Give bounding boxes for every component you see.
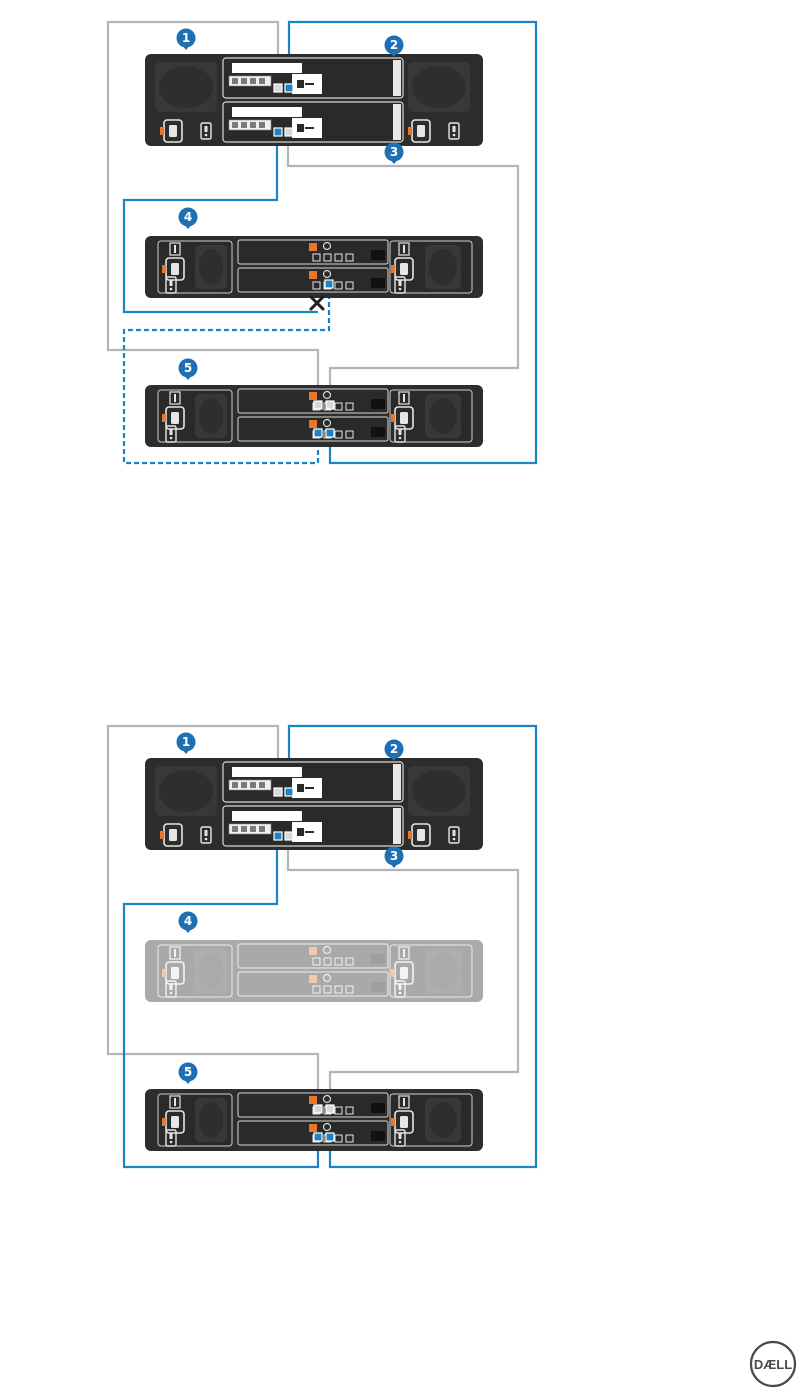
controller-module: [223, 762, 403, 802]
sas-port-icon: [274, 788, 282, 796]
callout-3: 3: [385, 143, 404, 165]
sas-port-icon: [326, 429, 334, 437]
enclosure-management-module: [238, 1093, 388, 1117]
sas-port-icon: [285, 84, 293, 92]
callout-number: 3: [390, 145, 398, 159]
fan-grille-icon: [195, 245, 227, 289]
sas-port-icon: [285, 832, 293, 840]
logo-text: DÆLL: [754, 1357, 792, 1372]
callout-4: 4: [179, 912, 198, 934]
sas-port-icon: [325, 280, 333, 288]
sas-port-icon: [314, 429, 322, 437]
enclosure-management-module: [238, 240, 388, 264]
callout-number: 1: [182, 735, 190, 749]
storage-array-controller: [145, 54, 483, 146]
callout-number: 2: [390, 38, 398, 52]
fan-grille-icon: [425, 245, 461, 289]
sas-port-icon: [326, 1105, 334, 1113]
fan-grille-icon: [408, 766, 470, 816]
callout-number: 5: [184, 1065, 192, 1079]
callout-number: 3: [390, 849, 398, 863]
callout-5: 5: [179, 359, 198, 381]
callout-1: 1: [177, 733, 196, 755]
sas-port-icon: [326, 1133, 334, 1141]
fan-grille-icon: [195, 1098, 227, 1142]
sas-port-icon: [285, 128, 293, 136]
storage-array-controller: [145, 758, 483, 850]
callout-4: 4: [179, 208, 198, 230]
sas-port-icon: [274, 84, 282, 92]
fan-grille-icon: [425, 394, 461, 438]
controller-module: [223, 806, 403, 846]
enclosure-management-module: [238, 1121, 388, 1145]
fan-grille-icon: [155, 766, 217, 816]
sas-port-icon: [274, 128, 282, 136]
callout-number: 1: [182, 31, 190, 45]
dell-logo: DÆLL: [751, 1342, 795, 1386]
controller-module: [223, 102, 403, 142]
fan-grille-icon: [195, 394, 227, 438]
sas-port-icon: [274, 832, 282, 840]
expansion-enclosure-5: [145, 1089, 483, 1151]
callout-number: 2: [390, 742, 398, 756]
callout-5: 5: [179, 1063, 198, 1085]
cabling-panel-before: 1 2 3 4 5: [108, 22, 536, 463]
callout-2: 2: [385, 740, 404, 762]
callout-1: 1: [177, 29, 196, 51]
enclosure-management-module: [238, 944, 388, 968]
fan-grille-icon: [425, 1098, 461, 1142]
fan-grille-icon: [425, 949, 461, 993]
sas-port-icon: [285, 788, 293, 796]
callout-number: 4: [184, 914, 192, 928]
fan-grille-icon: [155, 62, 217, 112]
callout-3: 3: [385, 847, 404, 869]
callout-number: 4: [184, 210, 192, 224]
enclosure-management-module: [238, 389, 388, 413]
enclosure-management-module: [238, 417, 388, 441]
expansion-enclosure-5: [145, 385, 483, 447]
enclosure-management-module: [238, 268, 388, 292]
enclosure-management-module: [238, 972, 388, 996]
callout-2: 2: [385, 36, 404, 58]
fan-grille-icon: [408, 62, 470, 112]
sas-port-icon: [314, 1133, 322, 1141]
expansion-enclosure-4: [145, 940, 483, 1002]
expansion-enclosure-4: [145, 236, 483, 298]
remove-x-icon: [311, 297, 323, 309]
fan-grille-icon: [195, 949, 227, 993]
controller-module: [223, 58, 403, 98]
sas-port-icon: [314, 401, 322, 409]
sas-port-icon: [326, 401, 334, 409]
callout-number: 5: [184, 361, 192, 375]
cabling-panel-after: 1 2 3 4 5: [108, 726, 536, 1167]
sas-port-icon: [314, 1105, 322, 1113]
